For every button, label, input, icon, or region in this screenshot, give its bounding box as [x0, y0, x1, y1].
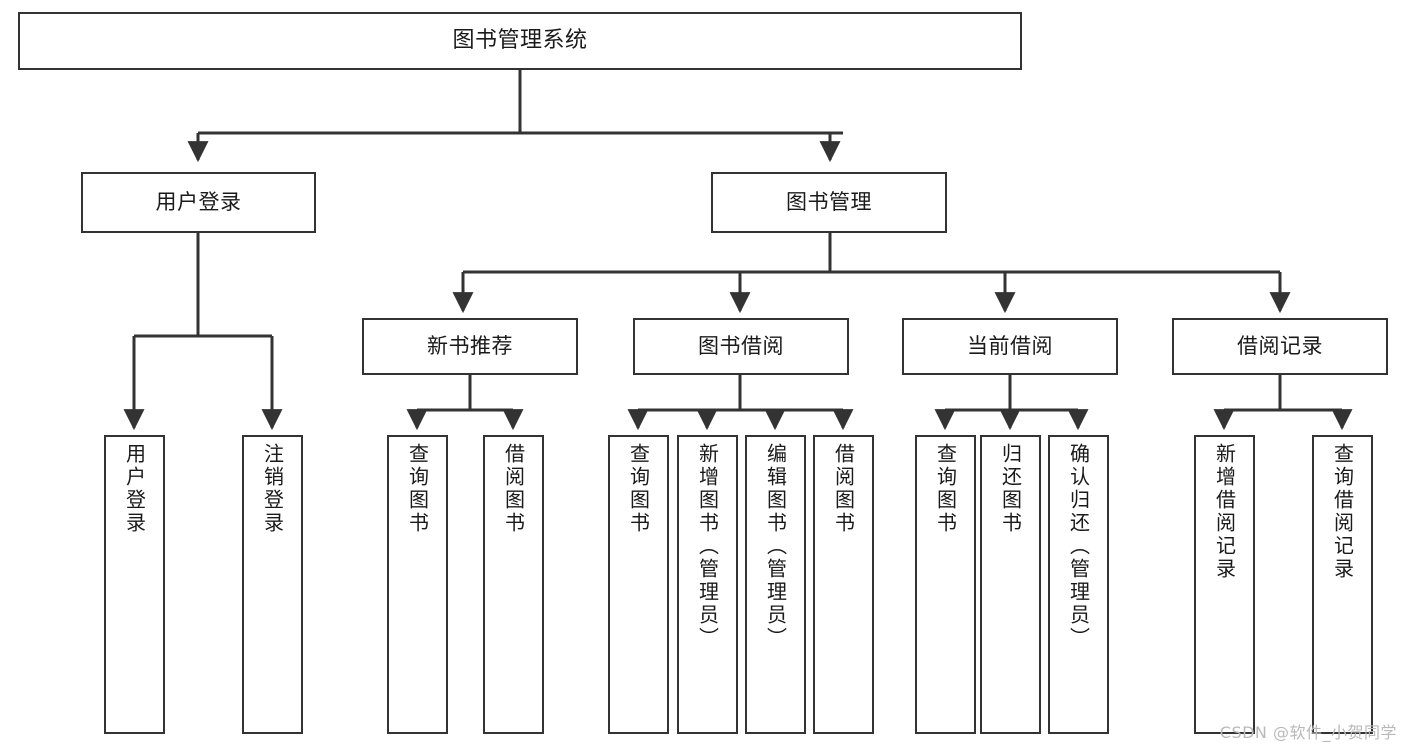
- leaf-add-book-admin[interactable]: 新增图书（管理员）: [677, 435, 738, 734]
- node-label: 注销登录: [260, 443, 285, 535]
- node-new-book-recommend[interactable]: 新书推荐: [362, 318, 578, 375]
- leaf-confirm-return-admin[interactable]: 确认归还（管理员）: [1048, 435, 1109, 734]
- node-label: 新增借阅记录: [1212, 443, 1237, 581]
- node-current-borrow[interactable]: 当前借阅: [902, 318, 1118, 375]
- node-label: 查询图书: [626, 443, 651, 535]
- node-book-borrow[interactable]: 图书借阅: [633, 318, 849, 375]
- node-label: 查询图书: [933, 443, 958, 535]
- node-label: 确认归还（管理员）: [1066, 443, 1091, 650]
- node-borrow-record[interactable]: 借阅记录: [1172, 318, 1388, 375]
- node-book-management[interactable]: 图书管理: [711, 172, 947, 233]
- node-label: 当前借阅: [967, 334, 1053, 359]
- node-label: 编辑图书（管理员）: [763, 443, 788, 650]
- node-label: 新增图书（管理员）: [695, 443, 720, 650]
- leaf-return-book[interactable]: 归还图书: [980, 435, 1041, 734]
- leaf-edit-book-admin[interactable]: 编辑图书（管理员）: [745, 435, 806, 734]
- node-label: 查询借阅记录: [1330, 443, 1355, 581]
- leaf-borrow-book-recommend[interactable]: 借阅图书: [483, 435, 544, 734]
- node-label: 借阅图书: [501, 443, 526, 535]
- node-user-login[interactable]: 用户登录: [81, 172, 316, 233]
- node-root-system[interactable]: 图书管理系统: [18, 12, 1022, 70]
- leaf-add-borrow-record[interactable]: 新增借阅记录: [1194, 435, 1255, 734]
- leaf-query-book-recommend[interactable]: 查询图书: [387, 435, 448, 734]
- node-label: 图书借阅: [698, 334, 784, 359]
- node-label: 借阅图书: [831, 443, 856, 535]
- node-label: 新书推荐: [427, 334, 513, 359]
- node-label: 用户登录: [155, 190, 242, 215]
- node-label: 图书管理: [786, 190, 872, 215]
- node-label: 归还图书: [998, 443, 1023, 535]
- leaf-query-borrow-record[interactable]: 查询借阅记录: [1312, 435, 1373, 734]
- leaf-query-book-borrow[interactable]: 查询图书: [608, 435, 669, 734]
- leaf-user-login[interactable]: 用户登录: [104, 435, 165, 734]
- node-label: 借阅记录: [1237, 334, 1323, 359]
- node-label: 图书管理系统: [452, 28, 588, 54]
- node-label: 查询图书: [405, 443, 430, 535]
- leaf-borrow-book[interactable]: 借阅图书: [813, 435, 874, 734]
- leaf-query-book-current[interactable]: 查询图书: [915, 435, 976, 734]
- node-label: 用户登录: [122, 443, 147, 535]
- leaf-logout[interactable]: 注销登录: [242, 435, 303, 734]
